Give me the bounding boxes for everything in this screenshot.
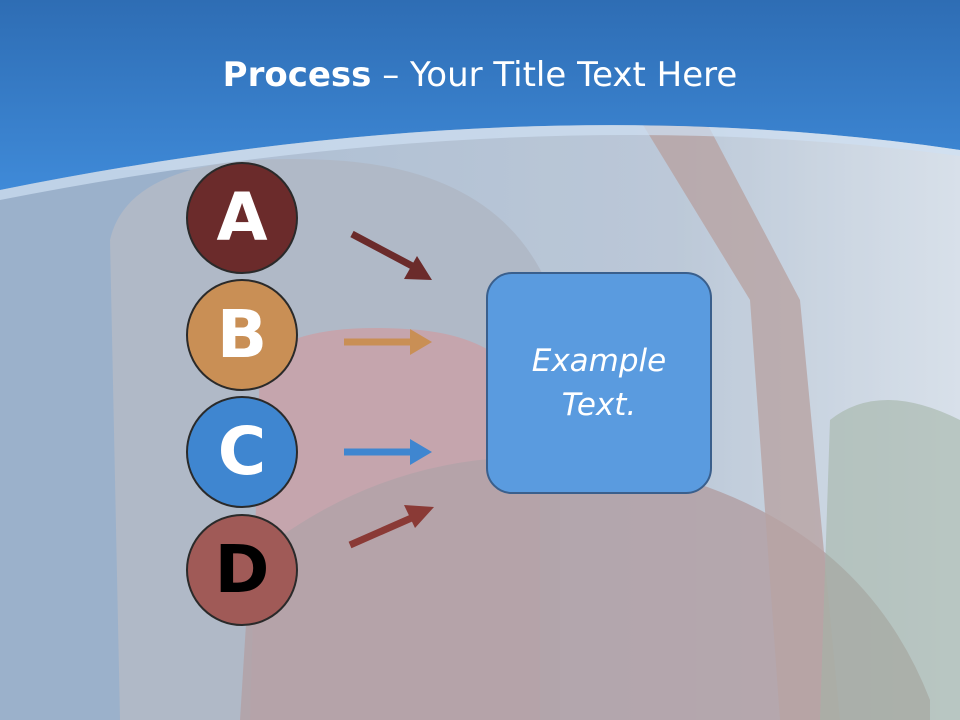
step-d-letter: D <box>214 531 270 608</box>
header-band <box>0 0 960 190</box>
step-c-circle: C <box>186 396 298 508</box>
example-text-box: Example Text. <box>486 272 712 494</box>
step-b-letter: B <box>216 296 268 373</box>
title-dash: – <box>371 55 411 95</box>
step-c-letter: C <box>217 413 267 490</box>
title-rest: Your Title Text Here <box>410 55 738 95</box>
step-a-letter: A <box>216 179 268 256</box>
step-a-circle: A <box>186 162 298 274</box>
slide-title: Process – Your Title Text Here <box>0 52 960 98</box>
step-b-circle: B <box>186 279 298 391</box>
title-bold: Process <box>222 55 372 95</box>
header-wave <box>0 125 960 200</box>
example-text: Example Text. <box>531 343 667 423</box>
step-d-circle: D <box>186 514 298 626</box>
